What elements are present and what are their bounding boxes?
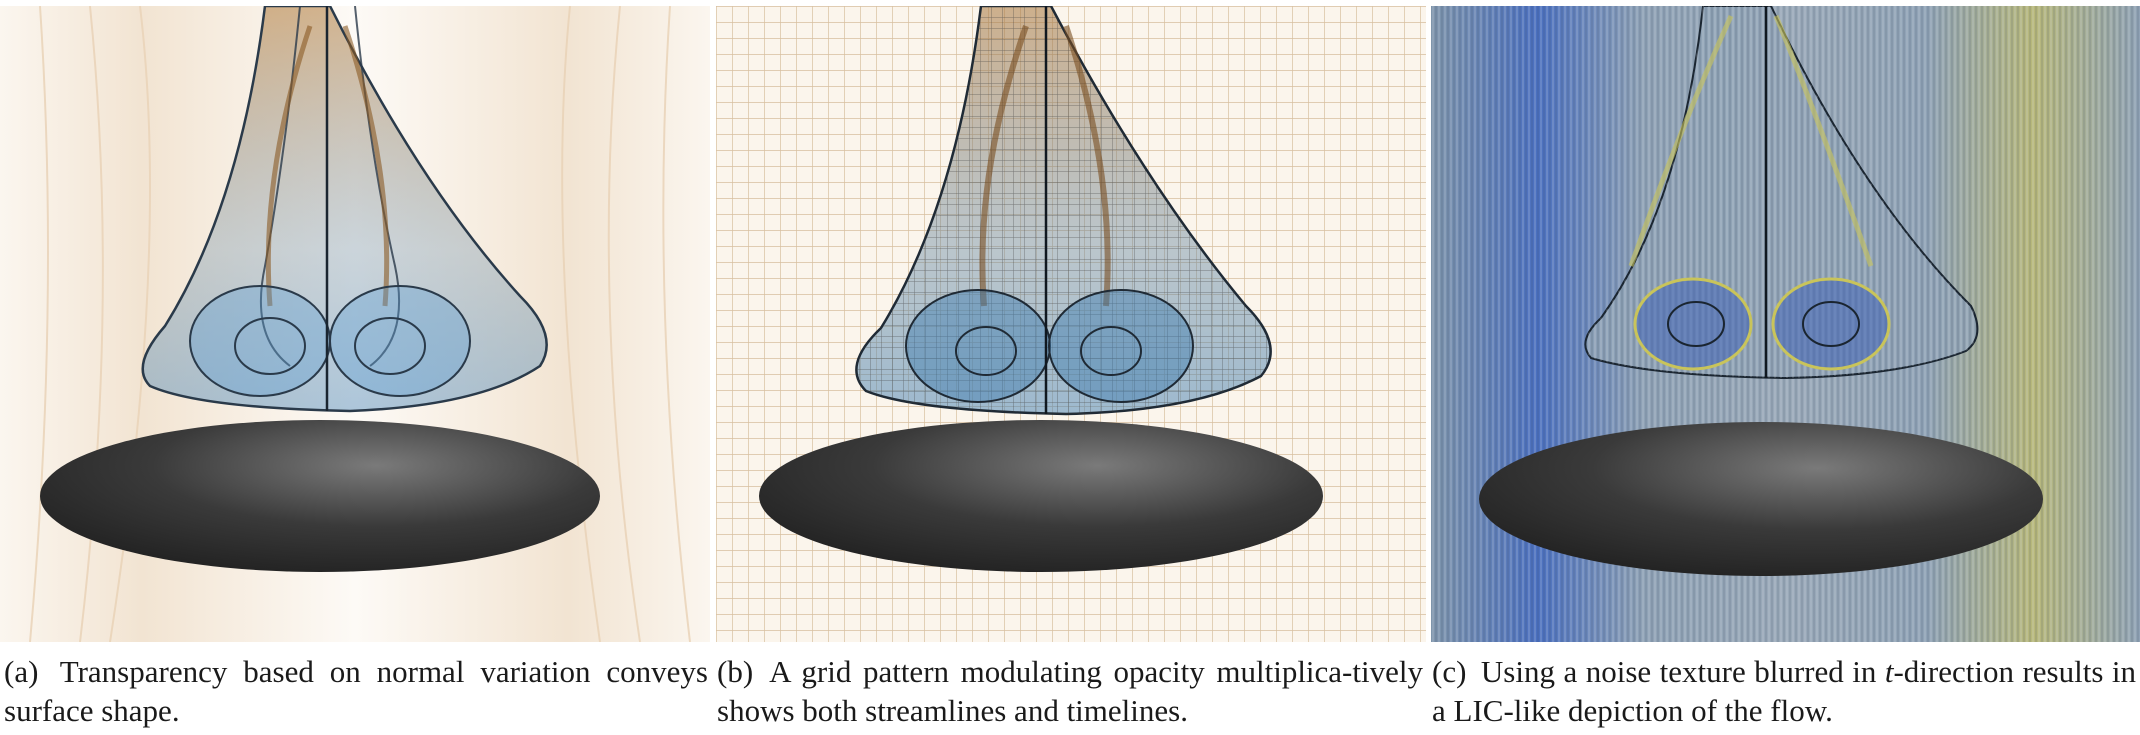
panel-b-image [716, 6, 1426, 642]
panel-b-stream-surface [855, 6, 1272, 416]
caption-a-label: (a) [4, 654, 39, 689]
panel-c-ellipsoid [1479, 422, 2043, 576]
panel-c-image [1431, 6, 2140, 642]
caption-c-text-2: -direction results in a LIC-like depicti… [1432, 654, 2136, 728]
caption-a: (a) Transparency based on normal variati… [4, 652, 708, 732]
caption-b-label: (b) [717, 654, 754, 689]
caption-c-t-variable: t [1884, 654, 1894, 689]
caption-c-label: (c) [1432, 654, 1467, 689]
panel-c-stream-surface [1584, 6, 1979, 380]
panel-a-flowlines [29, 6, 691, 642]
panel-a-ellipsoid [40, 420, 600, 572]
caption-c-text-1: Using a noise texture blurred in [1480, 654, 1885, 689]
caption-a-text: Transparency based on normal variation c… [4, 654, 708, 728]
caption-b: (b) A grid pattern modulating opacity mu… [717, 652, 1423, 732]
panel-b-ellipsoid [759, 420, 1323, 572]
panel-a-stream-surface [141, 6, 548, 413]
caption-b-text: A grid pattern modulating opacity multip… [717, 654, 1423, 728]
caption-c: (c) Using a noise texture blurred in t-d… [1432, 652, 2136, 732]
panel-a-image [0, 6, 710, 642]
